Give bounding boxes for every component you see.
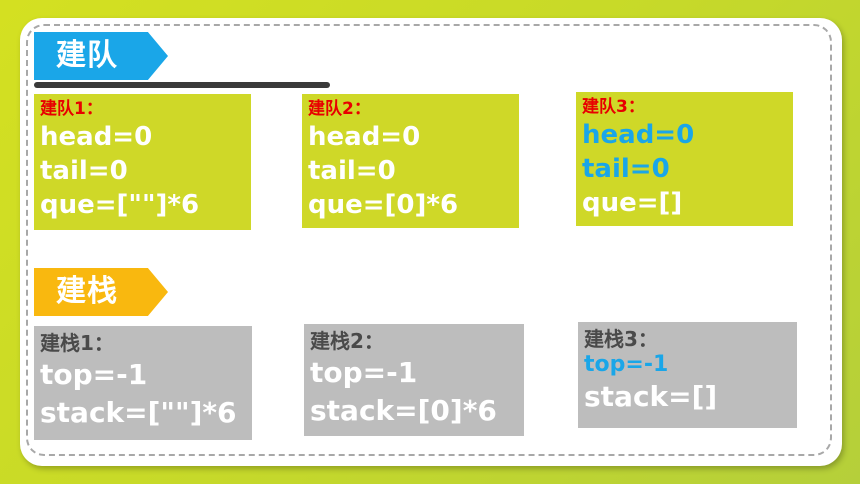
stack-box-1: 建栈1： top=-1 stack=[""]*6 (34, 326, 252, 440)
dashed-border (26, 24, 832, 456)
code-line: head=0 (40, 122, 153, 152)
code-line: que=[0]*6 (308, 190, 459, 220)
stack-box-3: 建栈3： top=-1 stack=[] (578, 322, 797, 428)
queue-section-ribbon: 建队 (34, 32, 168, 80)
code-line: tail=0 (308, 156, 396, 186)
code-line-highlight: top=-1 (584, 352, 669, 377)
code-line: que=[] (582, 188, 683, 218)
stack-box-2: 建栈2： top=-1 stack=[0]*6 (304, 324, 524, 436)
code-line: stack=[0]*6 (310, 394, 497, 427)
code-line: head=0 (308, 122, 421, 152)
code-line: top=-1 (40, 358, 148, 391)
queue-box-3: 建队3： head=0 tail=0 que=[] (576, 92, 793, 226)
stack-box-title: 建栈2： (310, 329, 384, 353)
stack-box-title: 建栈3： (584, 327, 658, 351)
queue-box-title: 建队1： (40, 99, 103, 119)
code-line-highlight: tail=0 (582, 154, 670, 184)
code-line: que=[""]*6 (40, 190, 200, 220)
queue-box-title: 建队2： (308, 99, 371, 119)
code-line: tail=0 (40, 156, 128, 186)
stack-section-ribbon: 建栈 (34, 268, 168, 316)
stack-box-title: 建栈1： (40, 331, 114, 355)
code-line: top=-1 (310, 356, 418, 389)
queue-box-title: 建队3： (582, 97, 645, 117)
section-divider (34, 82, 330, 88)
code-line: stack=[""]*6 (40, 396, 237, 429)
code-line: stack=[] (584, 380, 718, 413)
queue-box-2: 建队2： head=0 tail=0 que=[0]*6 (302, 94, 519, 228)
queue-box-1: 建队1： head=0 tail=0 que=[""]*6 (34, 94, 251, 230)
code-line-highlight: head=0 (582, 120, 695, 150)
